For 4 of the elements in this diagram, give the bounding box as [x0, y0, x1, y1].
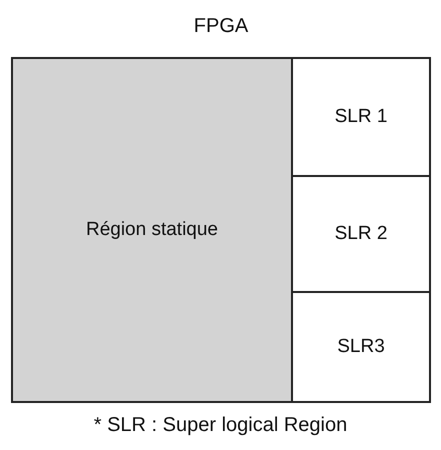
- fpga-frame: [11, 15, 431, 403]
- region-block: Région statique: [13, 59, 293, 401]
- heading: FPGA: [192, 15, 250, 38]
- caption: * SLR : Super logical Region: [92, 414, 348, 437]
